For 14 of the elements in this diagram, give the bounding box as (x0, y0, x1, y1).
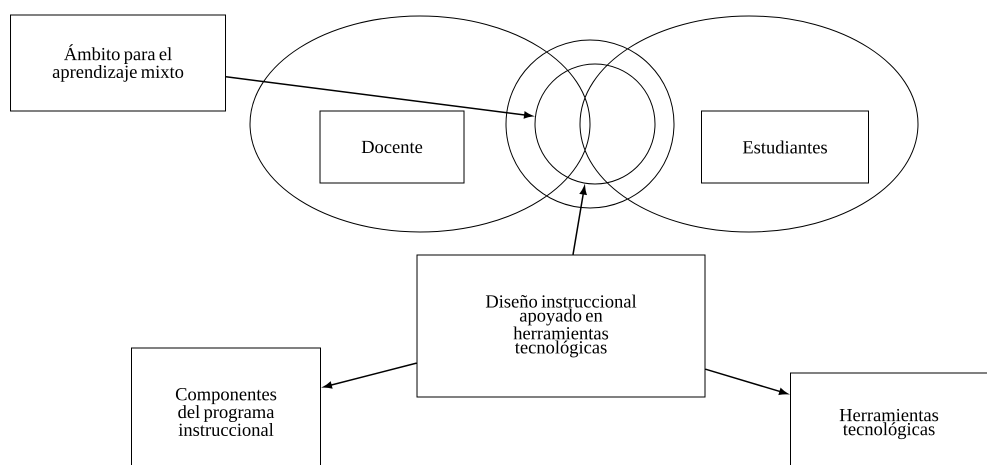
text-box: Herramientas tecnológicas (790, 372, 987, 465)
arrow (705, 368, 788, 395)
text-box: Estudiantes (701, 110, 869, 184)
text-box: Docente (320, 110, 464, 184)
arrow (572, 186, 587, 255)
text-box: Diseño instruccional apoyado en herramientas tecnológicas (416, 254, 706, 398)
text-box: Ámbito para el aprendizaje mixto (10, 14, 226, 112)
text-box: Componentes del programa instruccional (131, 347, 321, 465)
ellipse (580, 16, 918, 232)
arrow (323, 362, 417, 388)
circle (534, 64, 656, 184)
arrow (226, 76, 533, 118)
circle (506, 40, 674, 208)
ellipse (250, 16, 590, 232)
